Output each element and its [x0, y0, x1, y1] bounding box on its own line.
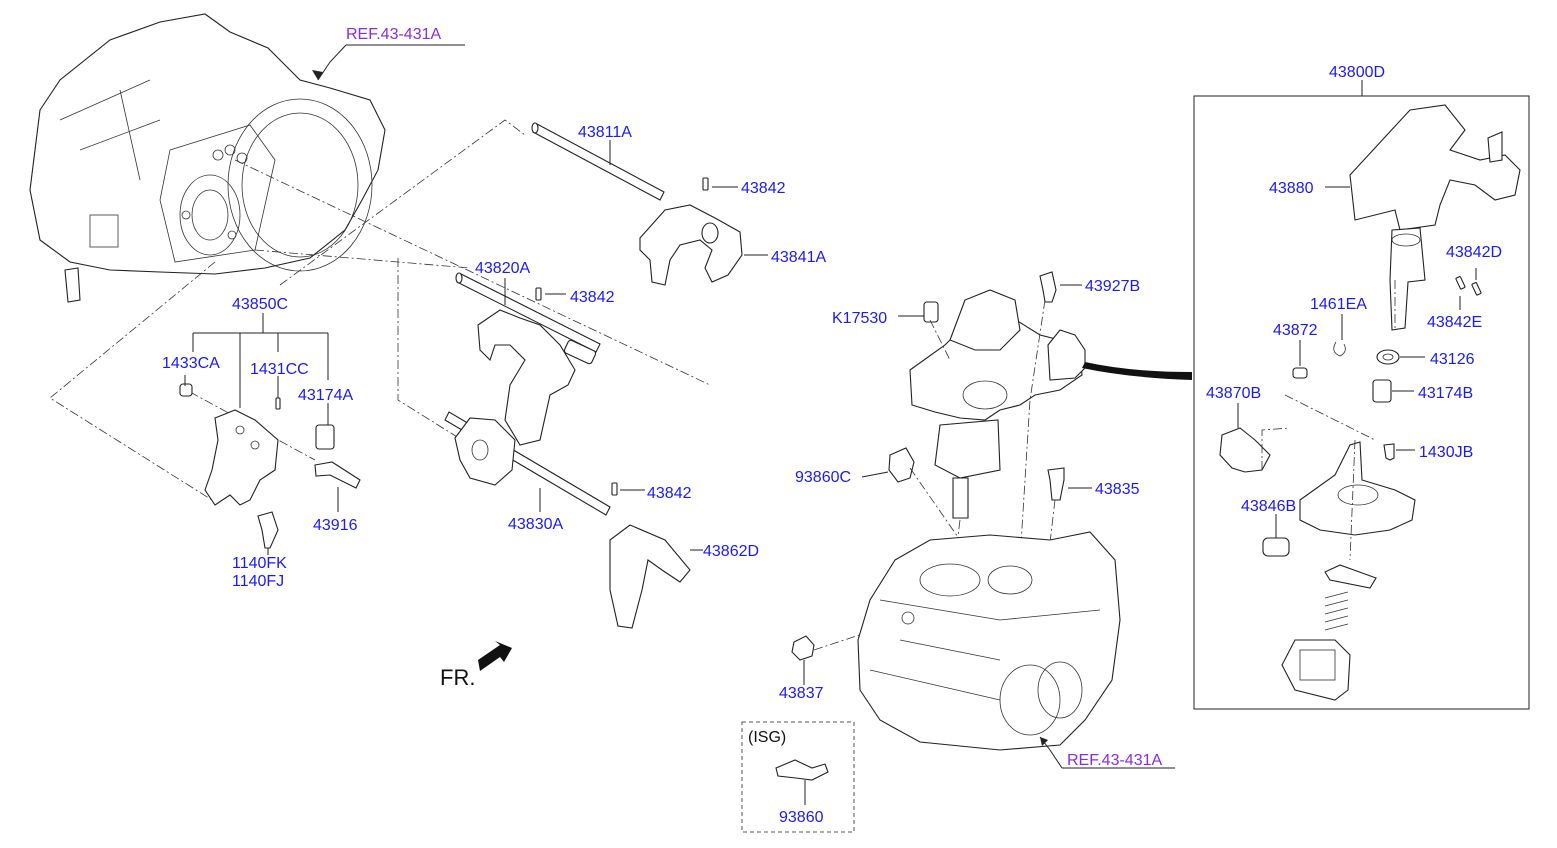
bolt-43916 — [314, 461, 361, 489]
label-43837[interactable]: 43837 — [779, 685, 824, 702]
shift-fork-43820A — [477, 309, 597, 446]
label-43800D[interactable]: 43800D — [1329, 64, 1385, 81]
bush-43174A — [315, 424, 335, 450]
bolt-43927B — [1039, 271, 1057, 303]
label-43916[interactable]: 43916 — [313, 517, 358, 534]
label-1461EA[interactable]: 1461EA — [1310, 296, 1367, 313]
label-43862D[interactable]: 43862D — [703, 543, 759, 560]
bush-43174B — [1372, 379, 1392, 403]
label-1431CC[interactable]: 1431CC — [250, 361, 309, 378]
label-43842-c[interactable]: 43842 — [647, 485, 692, 502]
shift-rod-43811A — [531, 122, 665, 201]
shift-fork-43841A — [639, 204, 743, 286]
label-43174B[interactable]: 43174B — [1418, 385, 1473, 402]
sensor-93860C — [888, 447, 915, 483]
arrowhead-ref-top — [312, 70, 323, 80]
label-43870B[interactable]: 43870B — [1206, 385, 1261, 402]
detent-spring — [1324, 591, 1349, 631]
label-1140FJ[interactable]: 1140FJ — [232, 573, 284, 590]
arrowhead-ref-bottom — [1040, 737, 1048, 746]
label-43811A[interactable]: 43811A — [578, 124, 632, 141]
pin-1431CC — [275, 397, 281, 410]
label-isg: (ISG) — [748, 729, 786, 746]
plug-K17530 — [923, 301, 939, 323]
label-93860[interactable]: 93860 — [779, 809, 824, 826]
pins-43842D-43842E — [1455, 276, 1482, 296]
connector-band — [1082, 362, 1192, 380]
bracket-43870B — [1219, 427, 1271, 473]
shift-fork-43862D — [609, 524, 691, 629]
label-43126[interactable]: 43126 — [1430, 351, 1475, 368]
shift-lug-43830A — [454, 417, 516, 486]
leader-tree-43850C — [192, 313, 329, 408]
bolt-1140FK — [257, 511, 279, 549]
label-43850C[interactable]: 43850C — [232, 296, 288, 313]
detent-cap — [1324, 564, 1377, 589]
pin-43872 — [1292, 367, 1308, 379]
label-43835[interactable]: 43835 — [1095, 481, 1140, 498]
transmission-housing-left — [29, 13, 386, 303]
bolt-1430JB — [1383, 443, 1395, 461]
label-43174A[interactable]: 43174A — [298, 387, 353, 404]
label-1433CA[interactable]: 1433CA — [162, 355, 220, 372]
label-43842D[interactable]: 43842D — [1446, 244, 1502, 261]
label-43880[interactable]: 43880 — [1269, 180, 1314, 197]
bush-43846B — [1262, 537, 1290, 557]
pin-43842-b — [535, 287, 542, 301]
label-43927B[interactable]: 43927B — [1085, 278, 1140, 295]
label-K17530[interactable]: K17530 — [832, 310, 887, 327]
label-43842-a[interactable]: 43842 — [741, 180, 786, 197]
plug-43837 — [791, 635, 815, 661]
isg-box — [741, 721, 855, 833]
sensor-93860-isg — [775, 759, 829, 781]
washer-43126 — [1376, 349, 1400, 365]
clip-1461EA — [1333, 341, 1346, 357]
front-arrow-icon — [478, 641, 512, 671]
label-43842-b[interactable]: 43842 — [570, 289, 615, 306]
label-43872[interactable]: 43872 — [1273, 322, 1318, 339]
shift-control-housing — [909, 289, 1192, 519]
label-93860C[interactable]: 93860C — [795, 469, 851, 486]
label-1140FK[interactable]: 1140FK — [232, 555, 287, 572]
label-1430JB[interactable]: 1430JB — [1419, 444, 1473, 461]
bush-1433CA — [179, 383, 193, 397]
transmission-housing-center — [857, 531, 1121, 751]
pin-43842-c — [611, 482, 618, 496]
detent-guide — [1281, 639, 1351, 701]
shift-rod-43820A — [455, 272, 601, 353]
label-front: FR. — [440, 665, 475, 690]
bolt-43835 — [1047, 467, 1065, 501]
shift-housing-plate — [1299, 441, 1416, 536]
assembly-center-lines-right — [1261, 280, 1396, 561]
bracket-43850C — [204, 409, 279, 506]
label-43820A[interactable]: 43820A — [475, 260, 530, 277]
pin-43842-a — [702, 177, 709, 191]
label-43842E[interactable]: 43842E — [1427, 314, 1482, 331]
leader-ref-top — [317, 44, 465, 81]
label-43830A[interactable]: 43830A — [508, 516, 563, 533]
label-43846B[interactable]: 43846B — [1241, 498, 1296, 515]
label-ref-top[interactable]: REF.43-431A — [346, 26, 441, 43]
label-43841A[interactable]: 43841A — [771, 249, 826, 266]
leader-93860C — [861, 471, 889, 478]
shift-lever-43880 — [1349, 104, 1521, 331]
label-ref-bottom[interactable]: REF.43-431A — [1067, 752, 1162, 769]
